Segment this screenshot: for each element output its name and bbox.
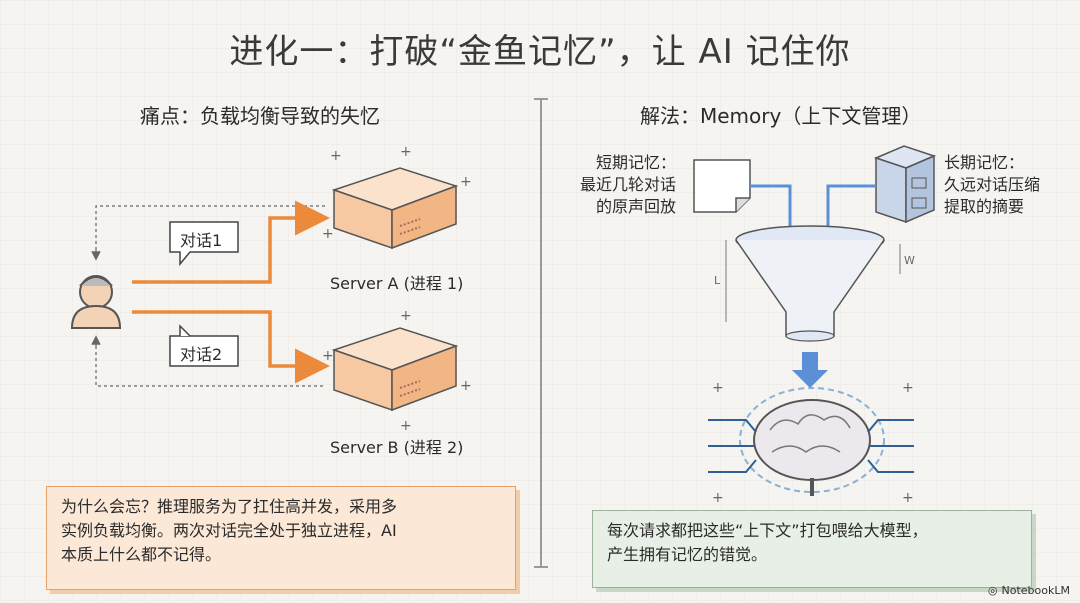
bubble-1-label: 对话1 <box>180 231 223 250</box>
section-divider <box>534 98 548 568</box>
pain-point-note: 为什么会忘？推理服务为了扛住高并发，采用多 实例负载均衡。两次对话完全处于独立进… <box>46 486 516 590</box>
server-b-icon: + + + + <box>322 308 472 434</box>
route-arrow-b <box>132 310 330 384</box>
chat-bubble-1 <box>169 221 239 267</box>
svg-text:+: + <box>902 380 914 396</box>
short-term-arrow <box>750 184 802 252</box>
svg-text:+: + <box>400 144 412 160</box>
funnel-width-label: W <box>904 254 915 267</box>
route-arrow-a <box>132 200 330 284</box>
funnel-icon <box>725 225 901 342</box>
server-a-icon: + + + + <box>322 144 472 250</box>
watermark-text: NotebookLM <box>1001 584 1070 597</box>
long-term-memory-label: 长期记忆： 久远对话压缩 提取的摘要 <box>944 153 1041 216</box>
left-section-title: 痛点：负载均衡导致的失忆 <box>140 104 380 128</box>
right-section-title: 解法：Memory（上下文管理） <box>640 104 922 128</box>
user-icon <box>70 275 122 329</box>
short-term-memory-label: 短期记忆： 最近几轮对话 的原声回放 <box>580 153 677 216</box>
dashed-return-bottom <box>95 346 326 387</box>
svg-text:+: + <box>460 174 472 190</box>
brain-icon: + + + + <box>708 380 914 506</box>
svg-text:+: + <box>902 490 914 506</box>
solution-note: 每次请求都把这些“上下文”打包喂给大模型， 产生拥有记忆的错觉。 <box>592 510 1032 588</box>
server-b-label: Server B (进程 2) <box>330 438 464 457</box>
svg-text:+: + <box>712 490 724 506</box>
funnel-length-label: L <box>714 274 721 287</box>
svg-text:+: + <box>322 226 334 242</box>
svg-text:+: + <box>400 308 412 324</box>
page-title: 进化一：打破“金鱼记忆”，让 AI 记住你 <box>229 32 851 72</box>
document-icon <box>693 159 751 213</box>
svg-text:+: + <box>460 378 472 394</box>
svg-text:+: + <box>712 380 724 396</box>
long-term-arrow <box>816 184 876 252</box>
bubble-2-label: 对话2 <box>180 345 223 364</box>
svg-text:+: + <box>330 148 342 164</box>
notebooklm-logo-icon: ◎ <box>987 584 998 597</box>
chat-bubble-2 <box>169 324 239 367</box>
server-a-label: Server A (进程 1) <box>330 274 464 293</box>
file-cabinet-icon <box>873 145 937 224</box>
watermark: ◎ NotebookLM <box>988 584 1070 597</box>
svg-text:+: + <box>400 418 412 434</box>
svg-text:+: + <box>322 348 334 364</box>
dashed-return-top <box>95 205 326 250</box>
down-arrow-icon <box>792 352 828 388</box>
